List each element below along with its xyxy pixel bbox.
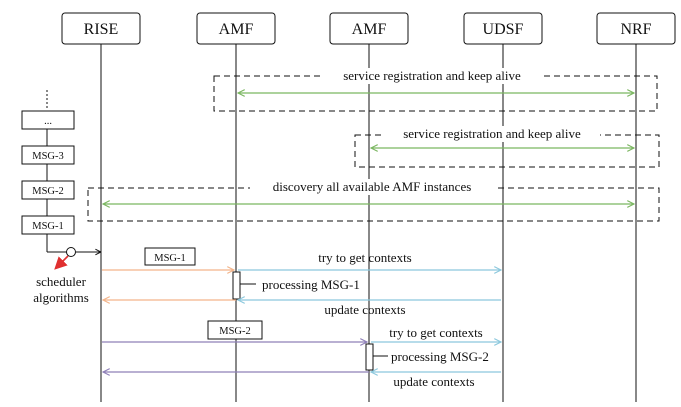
participant-rise: RISE <box>61 12 141 45</box>
msg1-box: MSG-1 <box>144 247 196 266</box>
registration-label-2: service registration and keep alive <box>403 126 581 141</box>
registration-frame-1: service registration and keep alive <box>213 68 658 112</box>
queue-item-label: MSG-3 <box>32 151 64 162</box>
queue-item: MSG-3 <box>21 145 75 165</box>
update-contexts-label-1: update contexts <box>324 302 405 317</box>
processing-bar-1 <box>232 271 241 300</box>
try-contexts-label-1: try to get contexts <box>318 250 412 265</box>
scheduler-label-line2: algorithms <box>33 290 89 305</box>
participant-label: NRF <box>620 21 651 38</box>
queue-item-label: MSG-1 <box>32 221 64 232</box>
participant-label: RISE <box>84 21 119 38</box>
queue-item: ... <box>21 110 75 130</box>
queue-item-label: ... <box>44 116 52 127</box>
queue-item: MSG-2 <box>21 180 75 200</box>
processing-label-1: processing MSG-1 <box>262 277 360 292</box>
participant-amf-2: AMF <box>329 12 409 45</box>
try-contexts-label-2: try to get contexts <box>389 325 483 340</box>
scheduler-label-line1: scheduler <box>36 274 86 289</box>
processing-bar-2 <box>365 343 374 371</box>
participant-label: AMF <box>352 21 387 38</box>
update-contexts-label-2: update contexts <box>393 374 474 389</box>
scheduler-red-arrow <box>54 255 69 270</box>
message-queue: ... MSG-3 MSG-2 MSG-1 scheduler algorith… <box>21 90 101 305</box>
registration-frame-2: service registration and keep alive <box>354 126 660 168</box>
queue-item: MSG-1 <box>21 215 75 235</box>
msg1-flow: MSG-1 try to get contexts processing MSG… <box>102 247 501 317</box>
msg2-box: MSG-2 <box>207 320 263 340</box>
discovery-frame: discovery all available AMF instances <box>87 179 660 222</box>
participant-nrf: NRF <box>596 12 676 45</box>
msg2-box-label: MSG-2 <box>219 326 251 337</box>
msg2-flow: MSG-2 try to get contexts processing MSG… <box>102 320 501 389</box>
participant-label: UDSF <box>483 21 524 38</box>
registration-label-1: service registration and keep alive <box>343 68 521 83</box>
participant-amf-1: AMF <box>196 12 276 45</box>
participant-udsf: UDSF <box>463 12 543 45</box>
scheduler-node <box>66 247 76 257</box>
queue-item-label: MSG-2 <box>32 186 64 197</box>
msg1-box-label: MSG-1 <box>154 253 186 264</box>
discovery-label: discovery all available AMF instances <box>273 179 472 194</box>
participant-label: AMF <box>219 21 254 38</box>
processing-label-2: processing MSG-2 <box>391 349 489 364</box>
